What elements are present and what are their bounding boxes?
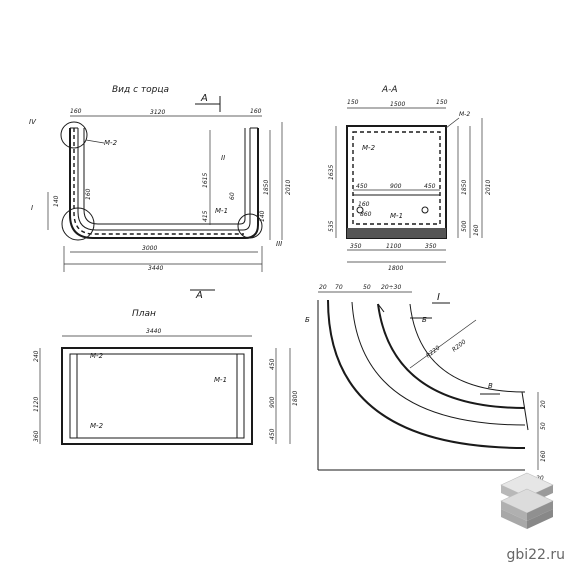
plan-dim-1120: 1120 xyxy=(33,397,40,412)
dim-right-top: 160 xyxy=(250,108,262,115)
dim-top: 3120 xyxy=(150,109,165,116)
plan-dim-240: 240 xyxy=(33,350,40,362)
detail-r200: R200 xyxy=(451,338,468,353)
plan-label-m1: М-1 xyxy=(214,376,227,384)
detail-dim-20b: 20 xyxy=(540,400,547,408)
end-view-section-mark: А xyxy=(200,93,208,104)
plan-dim-450b: 450 xyxy=(269,428,276,440)
plan-label-m2b: М-2 xyxy=(90,422,104,430)
detail-label-b: Б xyxy=(305,316,310,324)
brand-site-text[interactable]: gbi22.ru xyxy=(506,547,565,563)
end-view-node-iii: III xyxy=(276,240,282,248)
section-aa-title: А-А xyxy=(381,85,398,95)
plan-dim-1800: 1800 xyxy=(292,391,299,406)
aa-label-m2: М-2 xyxy=(362,144,376,152)
aa-dim-1800: 1800 xyxy=(388,265,403,272)
dim-1615: 1615 xyxy=(202,173,209,188)
plan-dim-900: 900 xyxy=(269,396,276,408)
aa-dim-1850: 1850 xyxy=(461,180,468,195)
detail-mark: I xyxy=(437,292,440,303)
plan-dim-3440: 3440 xyxy=(146,328,161,335)
aa-label-m1: М-1 xyxy=(390,212,403,220)
aa-base-hatch xyxy=(347,228,446,238)
dim-415: 415 xyxy=(202,210,209,222)
end-view-title: Вид с торца xyxy=(112,85,169,95)
detail-dim-20c: 20 xyxy=(536,475,544,482)
aa-dim-b350: 350 xyxy=(350,243,362,250)
plan-dim-360: 360 xyxy=(33,430,40,442)
end-view-node-iv: IV xyxy=(29,118,37,126)
aa-dim-160b: 160 xyxy=(473,224,480,236)
detail-node-i: I 20 70 50 20÷30 Б Б В R220 R200 20 50 1… xyxy=(305,284,547,482)
detail-dim-50: 50 xyxy=(363,284,371,291)
end-view-label-m1: М-1 xyxy=(215,207,228,215)
aa-dim-535: 535 xyxy=(328,220,335,232)
dim-140b: 140 xyxy=(53,195,60,207)
end-view-node-i: I xyxy=(31,204,33,212)
aa-dim-450: 450 xyxy=(356,183,368,190)
dim-140: 140 xyxy=(259,210,266,222)
detail-label-b2: Б xyxy=(422,316,427,324)
detail-dim-20-30: 20÷30 xyxy=(381,284,401,291)
aa-label-m2-leader: М-2 xyxy=(459,111,470,118)
plan-view: А План 3440 М-2 М-1 М-2 240 1120 360 450… xyxy=(33,289,299,445)
end-view-node-ii: II xyxy=(221,154,225,162)
aa-dim-top-mid: 1500 xyxy=(390,101,405,108)
aa-dim-900: 900 xyxy=(390,183,402,190)
detail-dim-160: 160 xyxy=(540,450,547,462)
plan-dim-450: 450 xyxy=(269,358,276,370)
aa-dim-450b: 450 xyxy=(424,183,436,190)
aa-dim-b1100: 1100 xyxy=(386,243,401,250)
plan-title: План xyxy=(132,309,156,319)
aa-dim-860: 860 xyxy=(360,211,372,218)
detail-dim-20: 20 xyxy=(319,284,327,291)
aa-dim-top-right: 150 xyxy=(436,99,448,106)
plan-section-mark: А xyxy=(195,290,203,301)
dim-3440: 3440 xyxy=(148,265,163,272)
section-aa: А-А 150 1500 150 М-2 М-1 М-2 450 900 450… xyxy=(328,85,492,272)
detail-dim-70: 70 xyxy=(335,284,343,291)
stacked-slabs-logo xyxy=(500,472,554,529)
dim-160b: 160 xyxy=(85,188,92,200)
detail-dim-50b: 50 xyxy=(540,422,547,430)
detail-label-v: В xyxy=(488,382,493,390)
aa-dim-b350b: 350 xyxy=(425,243,437,250)
dim-60: 60 xyxy=(229,192,236,200)
dim-2010: 2010 xyxy=(285,180,292,195)
dim-1850: 1850 xyxy=(263,180,270,195)
plan-label-m2a: М-2 xyxy=(90,352,104,360)
end-view-label-m2: М-2 xyxy=(104,139,118,147)
aa-dim-160: 160 xyxy=(358,201,370,208)
aa-dim-1635: 1635 xyxy=(328,165,335,180)
dim-left-top: 160 xyxy=(70,108,82,115)
aa-dim-top-left: 150 xyxy=(347,99,359,106)
aa-dim-2010: 2010 xyxy=(485,180,492,195)
end-view: Вид с торца А 3120 160 160 М-2 М-1 IV I … xyxy=(29,85,292,272)
aa-dim-500: 500 xyxy=(461,220,468,232)
dim-3000: 3000 xyxy=(142,245,157,252)
